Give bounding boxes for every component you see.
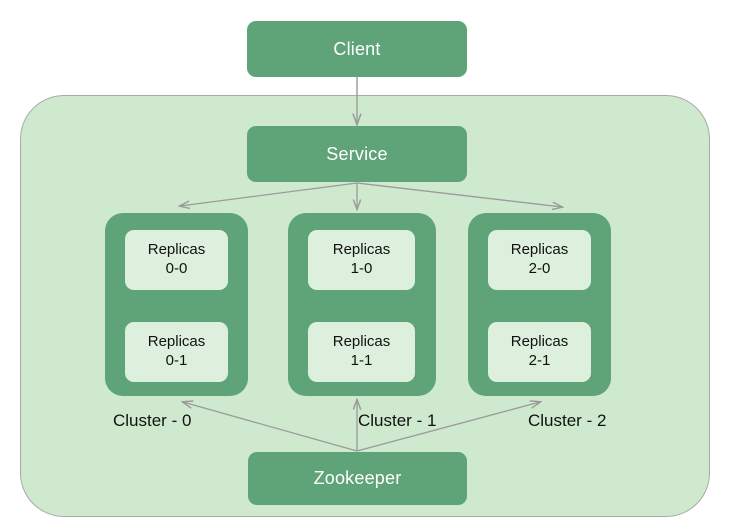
- replica-1-1-name: Replicas: [332, 333, 391, 351]
- replica-1-0-id: 1-0: [350, 260, 373, 277]
- replica-0-1-id: 0-1: [165, 352, 188, 369]
- node-client-label: Client: [333, 38, 381, 59]
- replica-box-1-1[interactable]: Replicas 1-1: [308, 322, 415, 382]
- node-zookeeper-label: Zookeeper: [313, 468, 402, 488]
- replica-box-1-0[interactable]: Replicas 1-0: [308, 230, 415, 290]
- node-service[interactable]: Service: [247, 126, 467, 182]
- replica-box-2-0[interactable]: Replicas 2-0: [488, 230, 591, 290]
- node-client[interactable]: Client: [247, 21, 467, 77]
- replica-0-0-id: 0-0: [165, 260, 188, 277]
- cluster-label-2: Cluster - 2: [528, 411, 607, 430]
- node-service-label: Service: [326, 143, 388, 164]
- replica-2-1-id: 2-1: [528, 352, 551, 369]
- replica-2-1-name: Replicas: [510, 333, 569, 351]
- cluster-label-0: Cluster - 0: [113, 411, 192, 430]
- node-zookeeper[interactable]: Zookeeper: [248, 452, 467, 505]
- replica-1-1-id: 1-1: [350, 352, 373, 369]
- replica-2-0-id: 2-0: [528, 260, 551, 277]
- replica-box-0-0[interactable]: Replicas 0-0: [125, 230, 228, 290]
- replica-box-2-1[interactable]: Replicas 2-1: [488, 322, 591, 382]
- replica-1-0-name: Replicas: [332, 241, 391, 259]
- replica-box-0-1[interactable]: Replicas 0-1: [125, 322, 228, 382]
- replica-0-1-name: Replicas: [147, 333, 206, 351]
- replica-0-0-name: Replicas: [147, 241, 206, 259]
- replica-2-0-name: Replicas: [510, 241, 569, 259]
- cluster-label-1: Cluster - 1: [358, 411, 437, 430]
